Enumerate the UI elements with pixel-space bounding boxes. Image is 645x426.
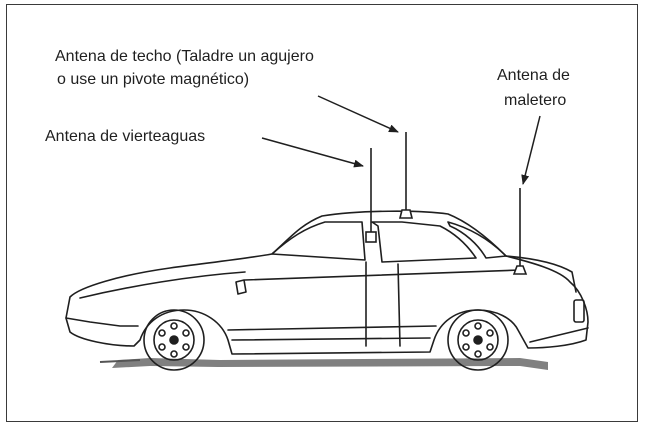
roof-antenna-label-line1: Antena de techo (Taladre un agujero [55, 48, 314, 65]
trunk-antenna-arrow [521, 115, 541, 185]
roof-antenna-arrow [317, 95, 399, 133]
trunk-antenna-label-line1: Antena de [497, 67, 570, 84]
ground-shadow [99, 358, 548, 370]
leader-arrows [261, 95, 541, 185]
trunk-antenna [512, 188, 528, 275]
car-body [65, 210, 589, 371]
raingutter-antenna-label: Antena de vierteaguas [45, 128, 206, 145]
raingutter-antenna [365, 148, 377, 243]
trunk-antenna-label-line2: maletero [504, 92, 567, 109]
roof-antenna-label-line2: o use un pivote magnético) [57, 71, 250, 88]
roof-antenna [398, 132, 414, 219]
raingutter-antenna-arrow [261, 137, 364, 168]
